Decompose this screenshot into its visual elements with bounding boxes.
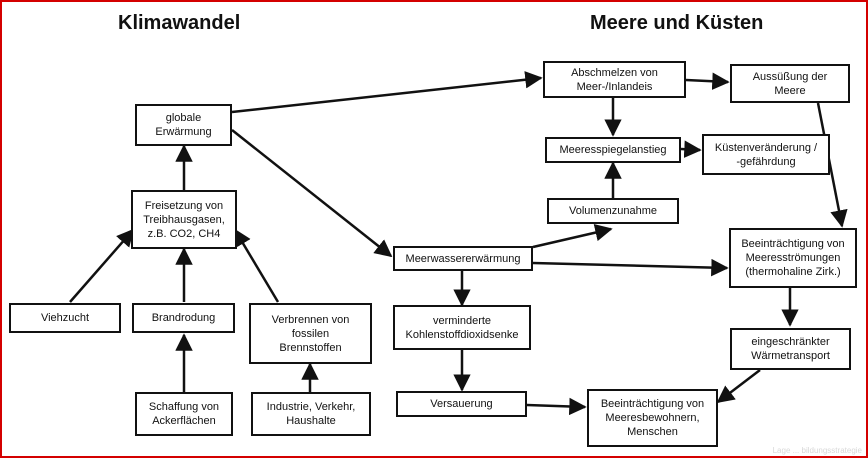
box-versauerung: Versauerung: [396, 391, 527, 417]
box-meeresbewohner-menschen: Beeinträchtigung von Meeresbewohnern, Me…: [587, 389, 718, 447]
box-viehzucht: Viehzucht: [9, 303, 121, 333]
box-meeresspiegelanstieg: Meeresspiegelanstieg: [545, 137, 681, 163]
arrow-erwaermung-to-meerwasser: [231, 129, 393, 258]
arrow-meeresspiegel-to-kuesten: [680, 140, 702, 158]
heading-meere-und-kuesten: Meere und Küsten: [590, 12, 764, 34]
arrow-abschmelzen-to-aussuessung: [685, 72, 730, 90]
arrow-versauerung-to-meeresbewohner: [526, 397, 587, 416]
arrow-meerwasser-to-volumen: [532, 224, 613, 249]
box-schaffung-ackerflaechen: Schaffung von Ackerflächen: [135, 392, 233, 436]
box-waermetransport: eingeschränkter Wärmetransport: [730, 328, 851, 370]
box-volumenzunahme: Volumenzunahme: [547, 198, 679, 224]
box-freisetzung-treibhausgase: Freisetzung von Treibhausgasen, z.B. CO2…: [131, 190, 237, 249]
arrow-viehzucht-to-freisetzung: [69, 228, 135, 303]
box-globale-erwaermung: globale Erwärmung: [135, 104, 232, 146]
box-brandrodung: Brandrodung: [132, 303, 235, 333]
box-meeresstroemungen: Beeinträchtigung von Meeresströmungen (t…: [729, 228, 857, 288]
arrow-verbrennen-to-freisetzung: [233, 228, 280, 303]
box-kohlenstoffdioxidsenke: verminderte Kohlenstoffdioxidsenke: [393, 305, 531, 350]
arrow-meerwasser-to-stroemungen: [532, 258, 729, 277]
box-kuestenveraenderung: Küstenveränderung / -gefährdung: [702, 134, 830, 175]
arrow-erwaermung-to-abschmelzen: [231, 71, 543, 114]
heading-klimawandel: Klimawandel: [118, 12, 241, 34]
box-aussuessung-meere: Aussüßung der Meere: [730, 64, 850, 103]
arrow-aussuessung-to-stroemungen: [816, 102, 848, 228]
arrow-waermetransport-to-meeresbewohner: [716, 369, 761, 404]
watermark-text: Lage ... bildungsstrategie: [772, 446, 862, 455]
box-abschmelzen-eis: Abschmelzen von Meer-/Inlandeis: [543, 61, 686, 98]
box-verbrennen-fossiler-brennstoffe: Verbrennen von fossilen Brennstoffen: [249, 303, 372, 364]
box-industrie-verkehr-haushalte: Industrie, Verkehr, Haushalte: [251, 392, 371, 436]
box-meerwassererwaermung: Meerwassererwärmung: [393, 246, 533, 271]
